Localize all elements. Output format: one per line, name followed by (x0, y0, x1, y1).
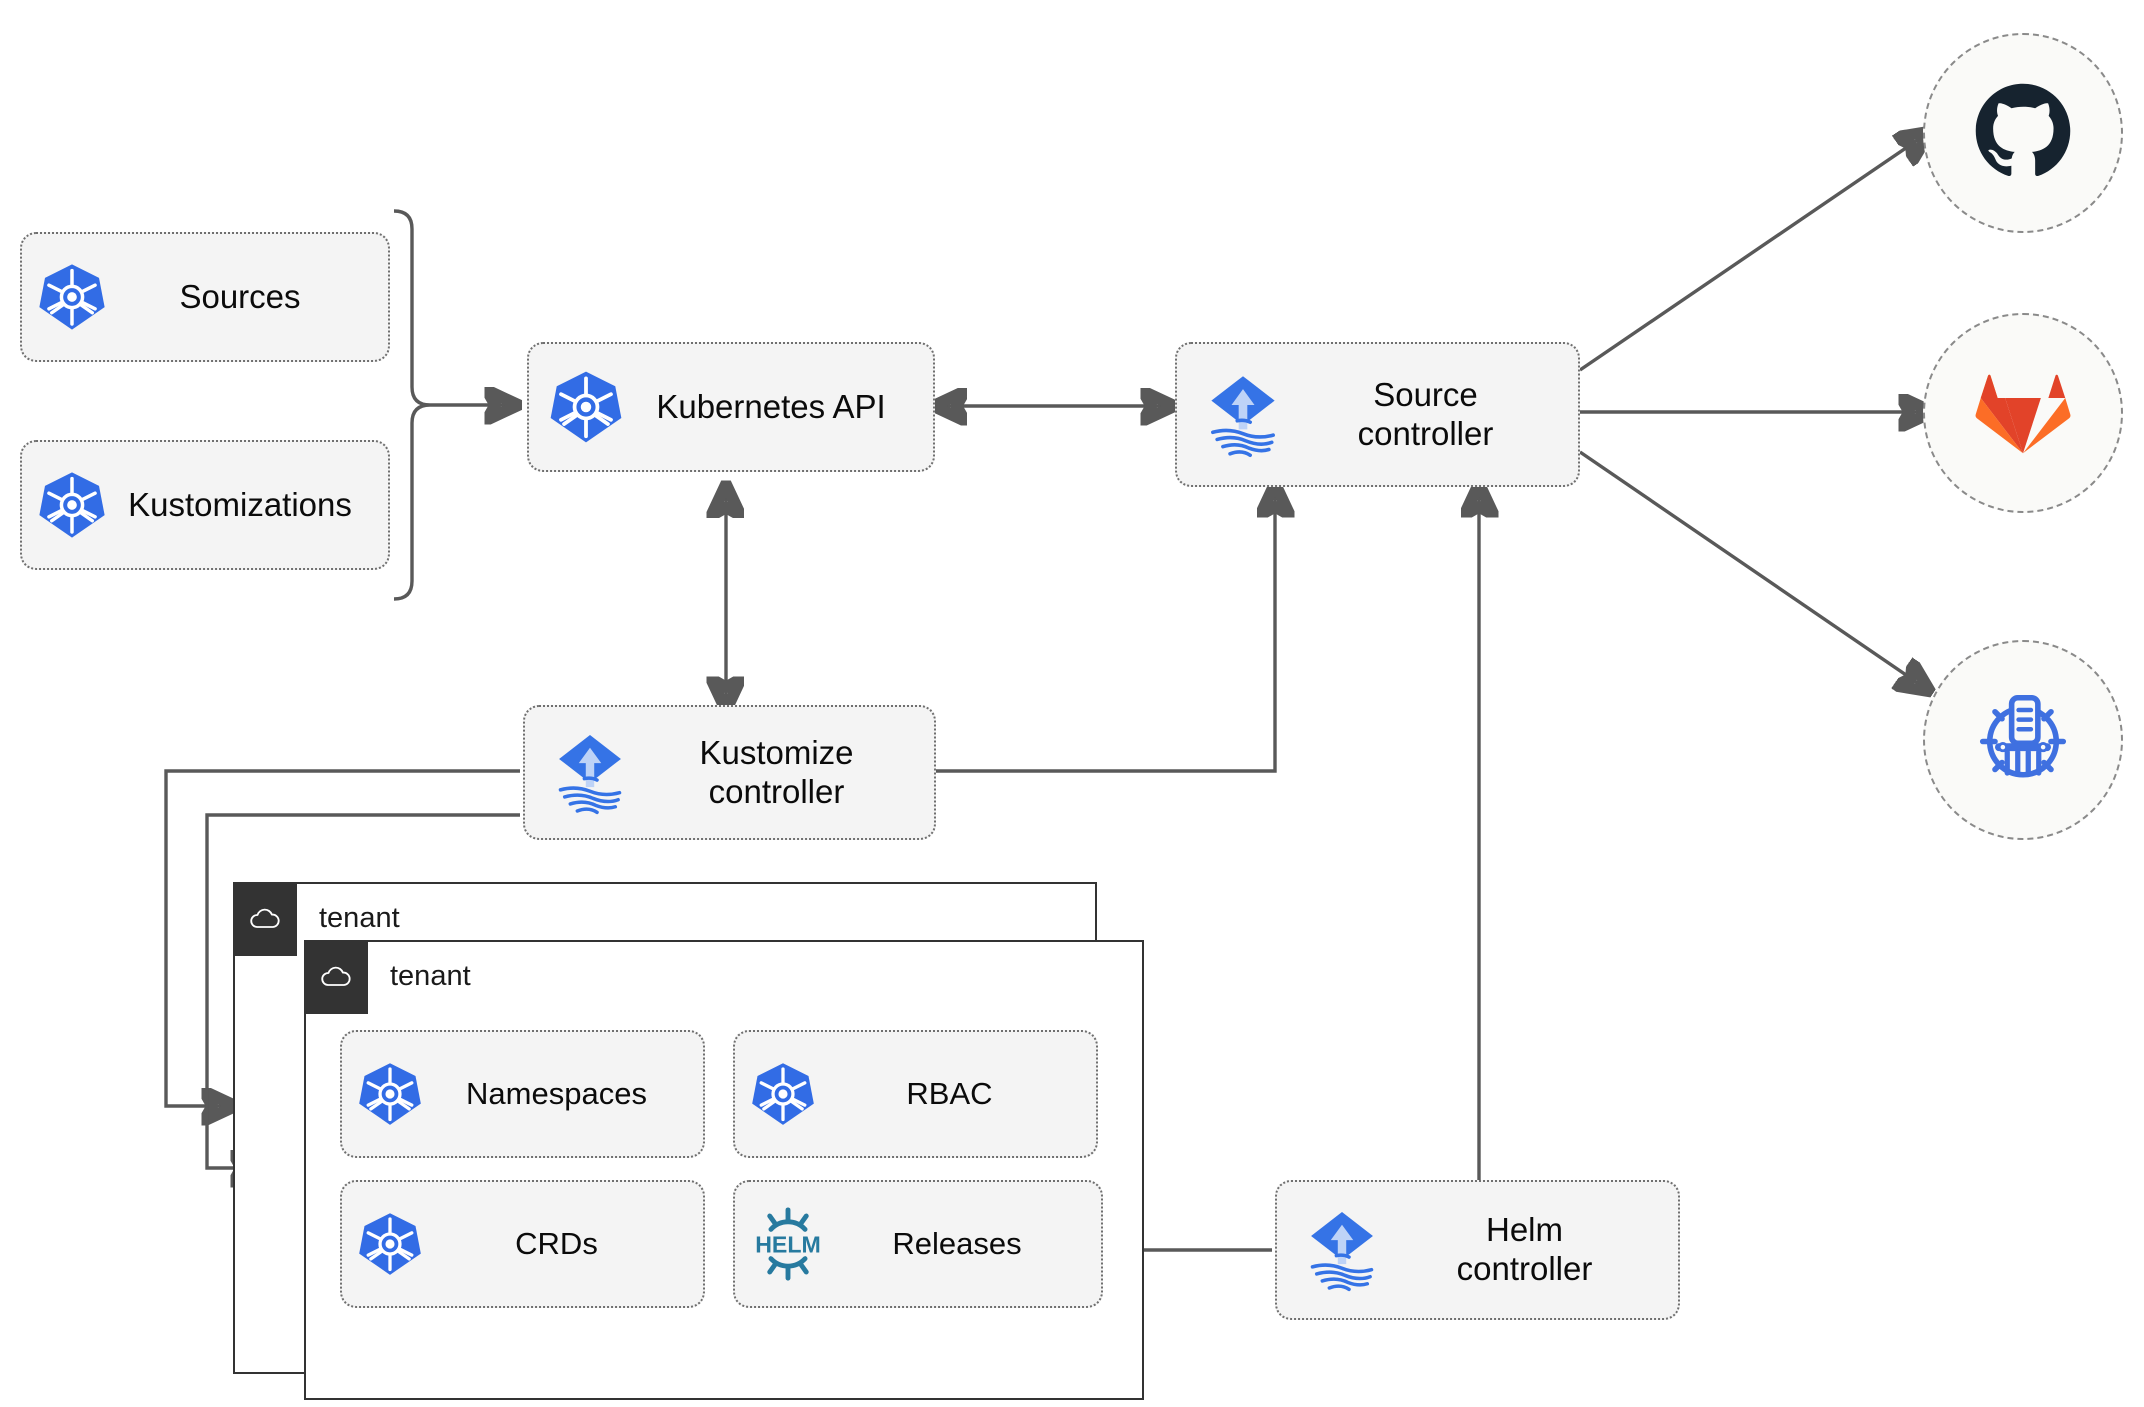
kubernetes-icon (547, 368, 625, 446)
tenant-container-2[interactable]: tenant (303, 939, 1144, 1400)
node-kubernetes-api[interactable]: Kubernetes API (527, 342, 935, 472)
gitlab-icon (1971, 359, 2075, 468)
node-label: Kubernetes API (656, 387, 886, 425)
node-sources[interactable]: Sources (20, 232, 390, 362)
github-icon (1969, 77, 2077, 190)
kubernetes-icon (356, 1210, 424, 1278)
node-label: Kustomizations (128, 485, 352, 523)
node-helm-controller[interactable]: Helm controller (1275, 1180, 1680, 1320)
kubernetes-icon (36, 469, 108, 541)
tenant-label: tenant (319, 902, 400, 934)
brace-sources-kustomizations (393, 209, 431, 601)
node-label: CRDs (515, 1225, 598, 1261)
node-label: Releases (892, 1225, 1022, 1261)
provider-gitlab[interactable] (1923, 313, 2123, 513)
node-kustomize-controller[interactable]: Kustomize controller (523, 705, 936, 840)
node-label: Kustomize controller (699, 733, 854, 810)
flux-icon (545, 728, 635, 818)
bucket-icon (1967, 682, 2079, 799)
cloud-icon (232, 881, 297, 956)
node-label: Source controller (1357, 375, 1494, 452)
node-crds[interactable]: CRDs (340, 1180, 705, 1308)
wire-kustomizectrl-sourcectrl (935, 486, 1275, 773)
provider-bucket[interactable] (1923, 640, 2123, 840)
node-label: Sources (179, 277, 301, 315)
wire-sourcectrl-github (1579, 133, 1928, 372)
wire-kustomizectrl-tenant-1 (164, 769, 520, 1106)
node-source-controller[interactable]: Source controller (1175, 342, 1580, 487)
node-namespaces[interactable]: Namespaces (340, 1030, 705, 1158)
kubernetes-icon (749, 1060, 817, 1128)
provider-github[interactable] (1923, 33, 2123, 233)
cloud-icon (303, 939, 368, 1014)
flux-icon (1197, 369, 1289, 461)
node-label: Helm controller (1456, 1211, 1593, 1287)
svg-text:HELM: HELM (755, 1232, 821, 1258)
node-label: RBAC (906, 1075, 993, 1111)
helm-icon: HELM (749, 1205, 827, 1283)
tenant-label: tenant (390, 960, 471, 992)
node-kustomizations[interactable]: Kustomizations (20, 440, 390, 570)
node-rbac[interactable]: RBAC (733, 1030, 1098, 1158)
kubernetes-icon (356, 1060, 424, 1128)
node-label: Namespaces (466, 1075, 647, 1111)
flux-icon (1297, 1205, 1387, 1295)
wire-sourcectrl-bucket (1579, 450, 1928, 690)
kubernetes-icon (36, 261, 108, 333)
node-releases[interactable]: HELM Releases (733, 1180, 1103, 1308)
